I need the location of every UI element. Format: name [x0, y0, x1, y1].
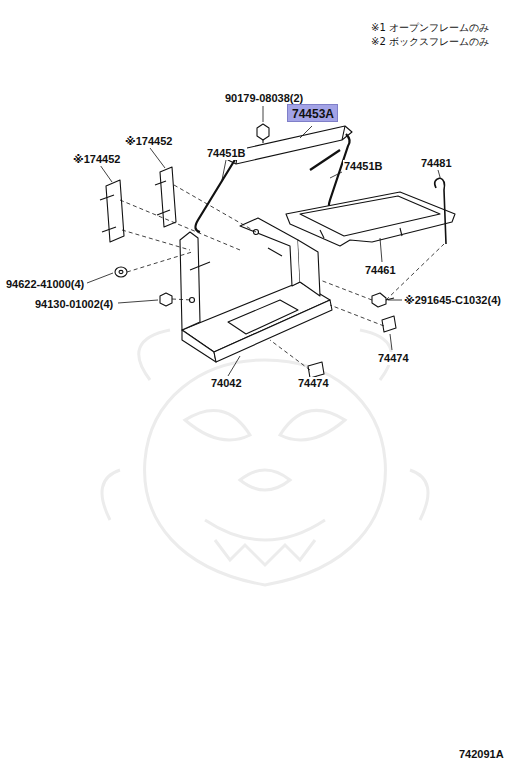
part-number: ※174452: [72, 153, 121, 166]
part-number: 74461: [364, 264, 397, 277]
tray-wall: [180, 232, 200, 330]
part-number: 74474: [377, 352, 410, 365]
bracket: [160, 167, 176, 227]
note-text: ※1 オープンフレームのみ: [370, 21, 490, 34]
part-number: 74451B: [343, 160, 384, 173]
bracket: [106, 180, 124, 242]
diagram-code: 742091A: [458, 748, 505, 761]
watermark: [102, 330, 428, 585]
part-number: 94622-41000(4): [5, 278, 85, 291]
clamp-bar: [228, 126, 352, 164]
part-number: ※174452: [124, 135, 173, 148]
pad: [382, 316, 396, 332]
pad: [308, 362, 324, 378]
highlighted-part-number: 74453A: [287, 104, 338, 122]
washer: [115, 267, 127, 277]
part-number: 74042: [210, 377, 243, 390]
part-number: 74451B: [206, 147, 247, 160]
leader-lines: [87, 106, 440, 380]
part-number: 74453A: [292, 107, 333, 121]
assembly-lines: [120, 185, 444, 370]
nut: [257, 124, 269, 140]
part-number: 94130-01002(4): [34, 298, 114, 311]
bolt: [372, 293, 386, 307]
part-number: ※291645-C1032(4): [403, 294, 502, 307]
part-number: 74474: [297, 377, 330, 390]
part-number: 74481: [420, 157, 453, 170]
nut: [160, 293, 172, 306]
hook-rod: [195, 158, 236, 232]
battery-cover: [286, 192, 455, 246]
parts: [100, 124, 455, 378]
note-text: ※2 ボックスフレームのみ: [370, 35, 490, 48]
clip: [435, 178, 446, 244]
